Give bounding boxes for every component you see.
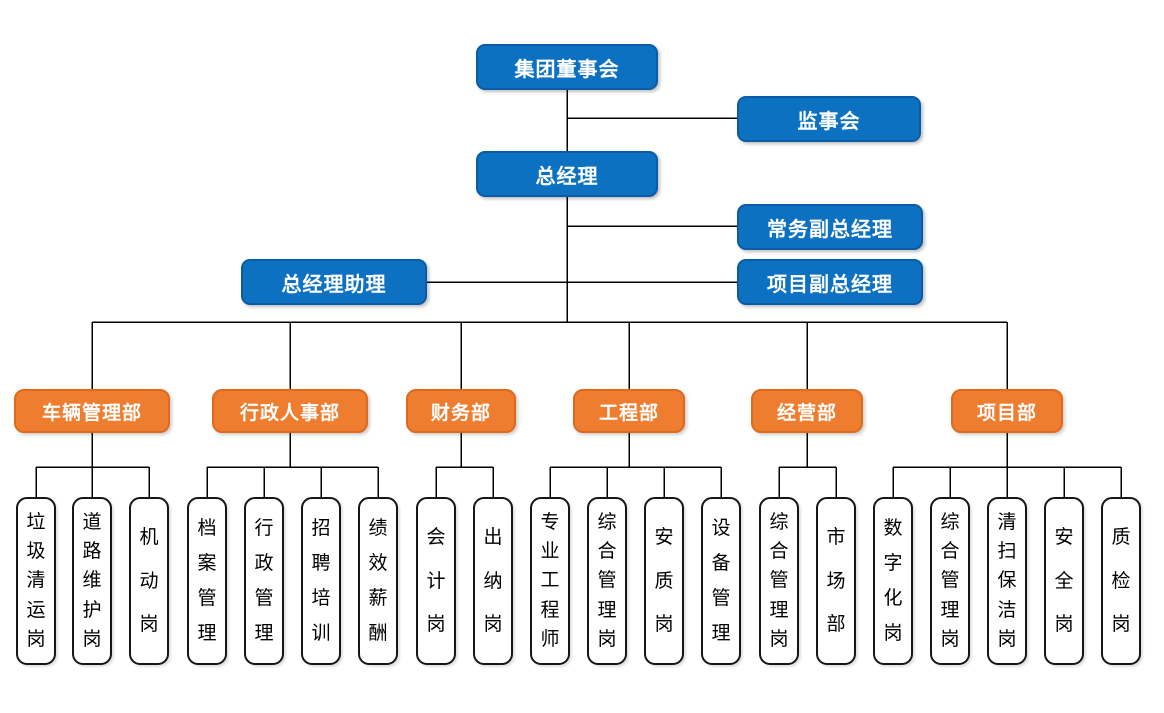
position-mobile-duty: 机动岗 — [129, 497, 169, 665]
dept-admin-hr: 行政人事部 — [212, 389, 368, 433]
position-professional-engineer: 专业工程师 — [530, 497, 570, 665]
position-performance-pay: 绩效薪酬 — [358, 497, 398, 665]
position-garbage-removal: 垃圾清运岗 — [16, 497, 56, 665]
position-equipment-mgmt: 设备管理 — [701, 497, 741, 665]
dept-operations: 经营部 — [751, 389, 863, 433]
node-group-board: 集团董事会 — [476, 44, 658, 90]
node-executive-deputy-gm: 常务副总经理 — [737, 204, 923, 250]
dept-project: 项目部 — [951, 389, 1063, 433]
position-recruit-training: 招聘培训 — [301, 497, 341, 665]
position-archives-mgmt: 档案管理 — [187, 497, 227, 665]
position-market-dept: 市场部 — [816, 497, 856, 665]
node-supervisory-board: 监事会 — [737, 96, 921, 142]
node-general-manager: 总经理 — [476, 151, 658, 197]
node-project-deputy-gm: 项目副总经理 — [737, 259, 923, 305]
position-cleaning: 清扫保洁岗 — [987, 497, 1027, 665]
position-admin-mgmt: 行政管理 — [244, 497, 284, 665]
position-digitalization: 数字化岗 — [873, 497, 913, 665]
position-accountant: 会计岗 — [416, 497, 456, 665]
position-cashier: 出纳岗 — [473, 497, 513, 665]
position-general-mgmt-ops: 综合管理岗 — [759, 497, 799, 665]
position-safety-quality: 安质岗 — [644, 497, 684, 665]
position-quality-inspection: 质检岗 — [1101, 497, 1141, 665]
dept-engineering: 工程部 — [573, 389, 685, 433]
node-gm-assistant: 总经理助理 — [241, 259, 427, 305]
position-general-mgmt-proj: 综合管理岗 — [930, 497, 970, 665]
position-road-maintenance: 道路维护岗 — [72, 497, 112, 665]
dept-finance: 财务部 — [406, 389, 516, 433]
dept-vehicle-management: 车辆管理部 — [14, 389, 170, 433]
position-general-mgmt-eng: 综合管理岗 — [587, 497, 627, 665]
position-safety: 安全岗 — [1044, 497, 1084, 665]
